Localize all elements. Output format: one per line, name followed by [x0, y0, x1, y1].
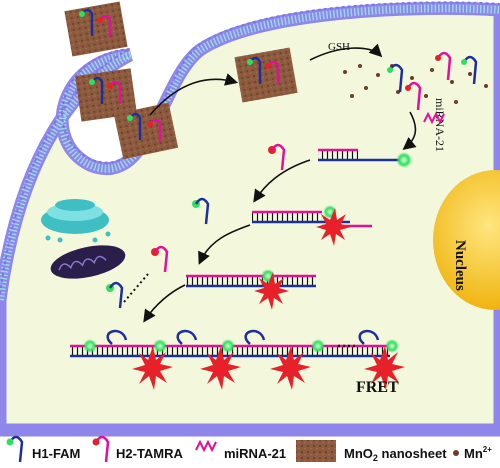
legend-mirna: miRNA-21: [224, 446, 286, 461]
nucleus-label: Nucleus: [452, 240, 468, 291]
gsh-label: GSH: [328, 41, 350, 53]
fret-cascade: FRET: [70, 329, 405, 396]
duplex-step3: [106, 245, 316, 310]
duplex-step2: [192, 197, 372, 246]
mirna-icon: [195, 439, 217, 453]
duplex-step1: [268, 143, 412, 171]
h1-hairpin-icon: [6, 435, 24, 463]
legend-nanosheet: MnO2 nanosheet: [344, 446, 447, 463]
mirna-icon-cell: [423, 111, 445, 125]
h2-hairpin-icon: [92, 435, 110, 463]
legend-h1: H1-FAM: [32, 446, 80, 461]
nanosheet-outside-2: [75, 68, 137, 122]
mirna-label: miRNA-21: [433, 98, 447, 152]
nanosheet-endosome: [113, 102, 179, 160]
legend: H1-FAM H2-TAMRA miRNA-21 MnO2 nanosheet …: [6, 435, 492, 463]
nanosheet-outside-1: [64, 1, 128, 57]
nanosheet-cytoplasm: [234, 47, 298, 103]
fret-label: FRET: [356, 379, 399, 396]
fret-star-icon: [316, 208, 351, 246]
mitochondrion-icon: [50, 245, 126, 279]
nanosheet-icon: [296, 440, 336, 462]
mn-ion-icon: [453, 450, 459, 456]
endoplasmic-reticulum-icon: [41, 199, 111, 243]
legend-h2: H2-TAMRA: [116, 446, 184, 461]
legend-mn: Mn2+: [464, 445, 492, 461]
process-arrows: [143, 43, 417, 323]
nucleus: Nucleus: [433, 170, 500, 310]
released-hairpins: [387, 51, 478, 111]
